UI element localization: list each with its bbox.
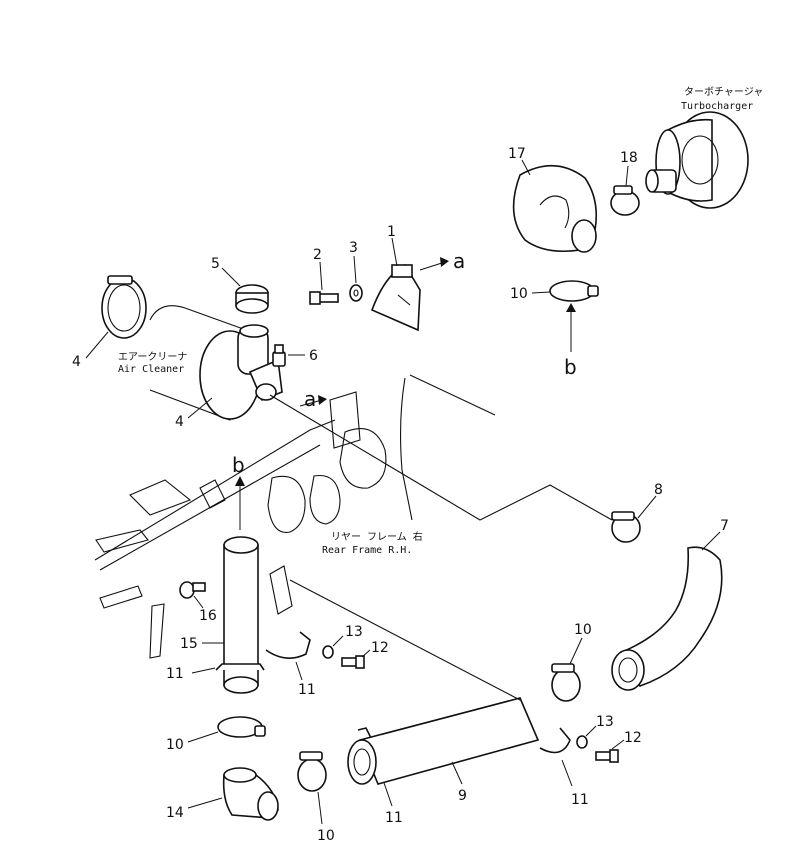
callout-10-right: 10 <box>574 622 592 638</box>
rear-frame-label-en: Rear Frame R.H. <box>322 545 412 556</box>
part-9-pipe <box>289 579 540 785</box>
part-8-clamp <box>611 511 641 543</box>
callout-11-bottom: 11 <box>385 810 403 826</box>
callout-2: 2 <box>313 247 322 263</box>
part-18-clamp <box>610 185 640 216</box>
part-14-elbow <box>222 767 279 821</box>
turbocharger-label-en: Turbocharger <box>681 101 753 112</box>
callout-15: 15 <box>180 636 198 652</box>
marker-a-upper: a <box>453 249 465 273</box>
callout-13-right: 13 <box>596 714 614 730</box>
part-12-bolt-mid <box>341 655 365 669</box>
part-2-bolt <box>309 291 339 305</box>
rear-frame-label-jp: リヤー フレーム 右 <box>331 530 423 543</box>
part-10-clamp-upper <box>549 280 599 302</box>
part-15-pipe <box>223 536 259 694</box>
left-bracket-pieces <box>99 565 293 659</box>
turbocharger-label-jp: ターボチャージャ <box>684 86 763 98</box>
callout-10-bottom: 10 <box>317 828 335 844</box>
air-cleaner-label-jp: エアークリーナ <box>118 351 187 363</box>
part-3-washer <box>349 284 363 302</box>
part-7-hose <box>611 546 723 691</box>
callout-11-right: 11 <box>571 792 589 808</box>
callout-16: 16 <box>199 608 217 624</box>
part-10-clamp-left <box>217 716 266 738</box>
marker-b-lower: b <box>232 453 245 477</box>
part-10-clamp-bottom <box>297 751 327 792</box>
callout-3: 3 <box>349 240 358 256</box>
callout-10-upper: 10 <box>510 286 528 302</box>
callout-13-mid: 13 <box>345 624 363 640</box>
callout-9: 9 <box>458 788 467 804</box>
part-13-washer-right <box>576 735 588 749</box>
part-6-fitting <box>272 344 286 367</box>
callout-11-left: 11 <box>166 666 184 682</box>
part-11-clamp-right <box>539 727 571 754</box>
air-cleaner-label-en: Air Cleaner <box>118 364 184 375</box>
turbocharger <box>645 111 749 209</box>
part-16-plug <box>179 581 206 599</box>
part-10-clamp-right <box>551 663 581 702</box>
callout-4-lower: 4 <box>175 414 184 430</box>
marker-b-upper: b <box>564 355 577 379</box>
callout-14: 14 <box>166 805 184 821</box>
rear-frame-outline <box>94 374 613 571</box>
part-12-bolt-right <box>595 749 619 763</box>
callout-17: 17 <box>508 146 526 162</box>
callout-4-left: 4 <box>72 354 81 370</box>
callout-18: 18 <box>620 150 638 166</box>
marker-a-lower: a <box>304 387 316 411</box>
part-17-elbow-hose <box>512 164 598 253</box>
part-4-clamp-left <box>101 275 147 339</box>
callout-6: 6 <box>309 348 318 364</box>
callout-12-mid: 12 <box>371 640 389 656</box>
part-5-cap <box>235 284 269 314</box>
air-cleaner <box>149 305 283 421</box>
callout-12-right: 12 <box>624 730 642 746</box>
callout-11-mid: 11 <box>298 682 316 698</box>
callout-10-left: 10 <box>166 737 184 753</box>
callout-7: 7 <box>720 518 729 534</box>
callout-1: 1 <box>387 224 396 240</box>
part-1-bracket <box>370 263 421 332</box>
callout-5: 5 <box>211 256 220 272</box>
part-11-clamp-pipe15 <box>215 663 265 671</box>
callout-8: 8 <box>654 482 663 498</box>
part-11-clamp-mid <box>265 631 311 659</box>
part-13-washer-mid <box>322 645 334 659</box>
